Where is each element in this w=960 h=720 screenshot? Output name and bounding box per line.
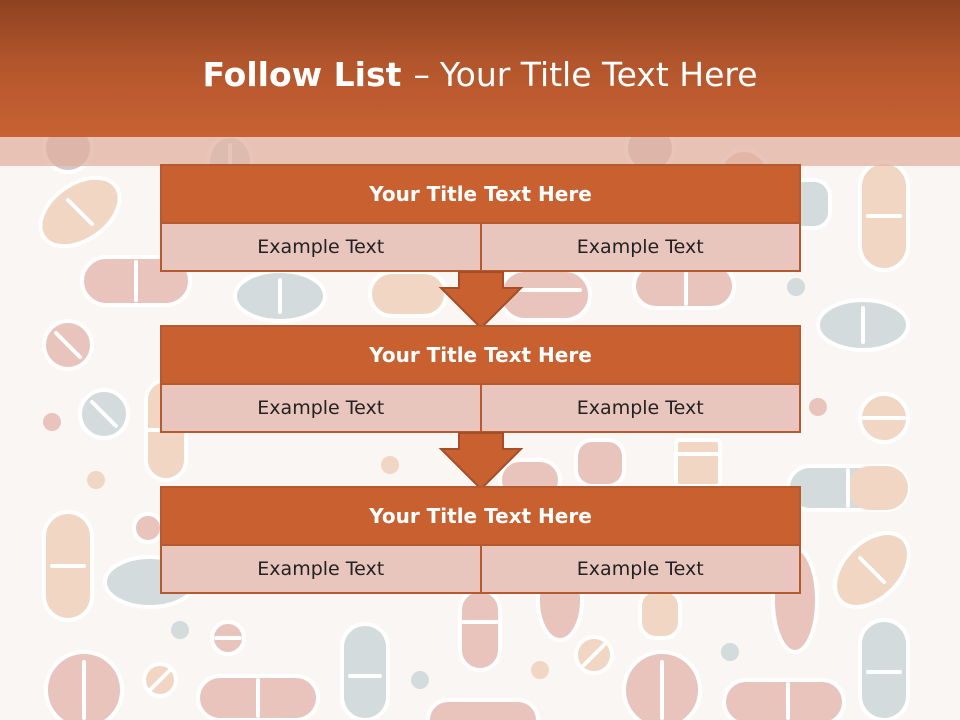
step-title-2: Your Title Text Here (162, 327, 799, 385)
header-band (0, 137, 960, 166)
step-title-3: Your Title Text Here (162, 488, 799, 546)
step-1-right-text: Example Text (479, 224, 799, 270)
title-bar (0, 0, 960, 137)
down-arrow-icon (438, 271, 524, 330)
slide-title-rest: Your Title Text Here (439, 55, 758, 94)
step-3-right-text: Example Text (479, 546, 799, 592)
step-2-right-text: Example Text (479, 385, 799, 431)
step-box-3: Your Title Text Here Example Text Exampl… (160, 486, 801, 594)
slide-title-strong: Follow List (202, 55, 402, 94)
step-1-left-text: Example Text (162, 224, 480, 270)
step-box-1: Your Title Text Here Example Text Exampl… (160, 164, 801, 272)
step-2-left-text: Example Text (162, 385, 480, 431)
slide-title: Follow List–Your Title Text Here (0, 55, 960, 94)
step-row-2: Example Text Example Text (162, 385, 799, 431)
step-row-1: Example Text Example Text (162, 224, 799, 270)
down-arrow-icon (438, 432, 524, 491)
slide-title-dash: – (413, 55, 430, 94)
step-box-2: Your Title Text Here Example Text Exampl… (160, 325, 801, 433)
step-3-left-text: Example Text (162, 546, 480, 592)
step-row-3: Example Text Example Text (162, 546, 799, 592)
step-title-1: Your Title Text Here (162, 166, 799, 224)
